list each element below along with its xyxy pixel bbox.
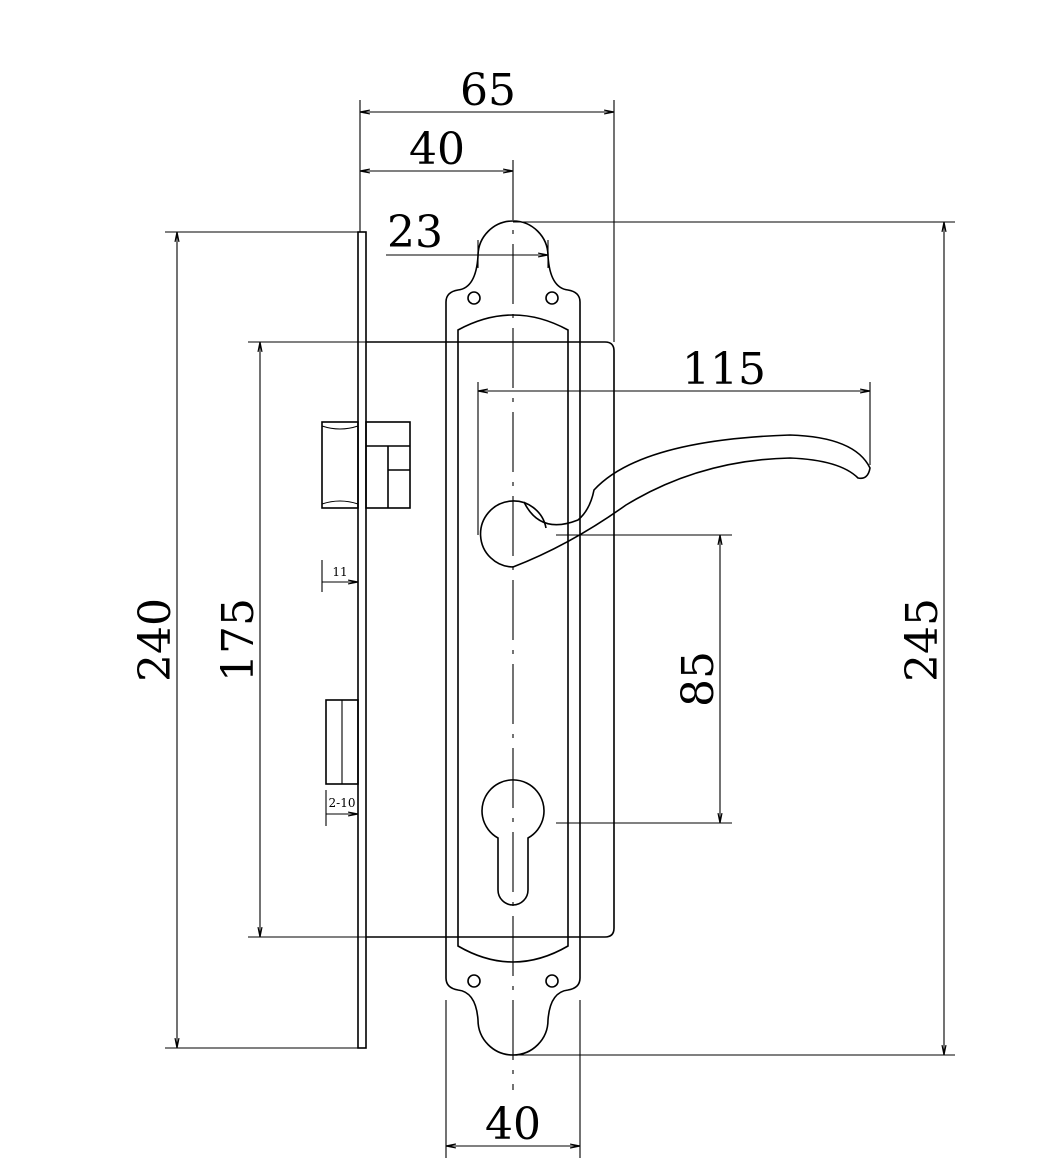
- dim-label-11: 11: [332, 565, 347, 579]
- dim-label-115: 115: [682, 344, 766, 395]
- plate-outline: [445, 220, 581, 1056]
- lever-handle: [479, 434, 871, 568]
- handle-plate: [445, 160, 581, 1090]
- screw-hole-bottom-right: [545, 974, 559, 988]
- dimension-labels: 65 40 23 115 240 175 85 245 40 11 2-10: [130, 65, 948, 1150]
- screw-hole-bottom-left: [467, 974, 481, 988]
- mortise-lock-body: [321, 231, 615, 1049]
- dim-label-40-bottom: 40: [485, 1099, 541, 1150]
- plate-inner-panel: [457, 314, 569, 963]
- lock-case: [366, 341, 615, 938]
- lever-rosette: [479, 500, 547, 568]
- dim-label-240: 240: [130, 598, 181, 682]
- dim-label-40-top: 40: [409, 124, 465, 175]
- dim-label-85: 85: [673, 651, 724, 707]
- dim-label-2-10: 2-10: [329, 796, 356, 810]
- dim-label-245: 245: [897, 598, 948, 682]
- screw-hole-top-right: [545, 291, 559, 305]
- dim-label-175: 175: [213, 598, 264, 682]
- dim-label-23: 23: [387, 207, 443, 258]
- latch-bolt: [321, 421, 411, 509]
- screw-hole-top-left: [467, 291, 481, 305]
- lock-faceplate: [357, 231, 367, 1049]
- deadbolt: [325, 699, 359, 785]
- lever-arm: [512, 434, 871, 568]
- dimension-lines: [165, 100, 955, 1158]
- dim-label-65: 65: [460, 65, 516, 116]
